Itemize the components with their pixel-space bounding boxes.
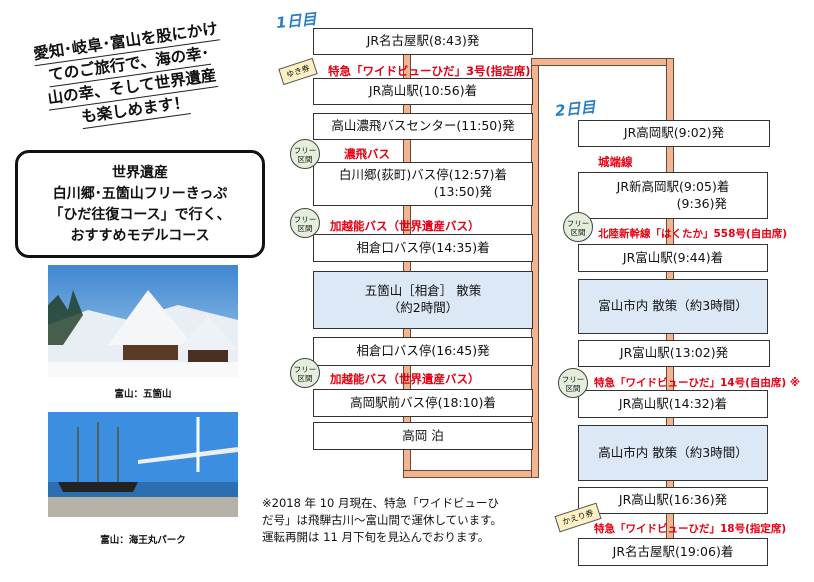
title-line: 「ひだ往復コース」で行く、: [49, 207, 231, 223]
title-line: 世界遺産: [112, 165, 168, 181]
stop-text: JR新高岡駅(9:05)着: [616, 178, 730, 194]
stop-text: JR富山駅(13:02)発: [619, 345, 729, 361]
bus-label: 加越能バス（世界遺産バス）: [330, 372, 480, 386]
stop-box: 高山濃飛バスセンター(11:50)発: [313, 113, 533, 140]
stop-text: (13:50)発: [433, 184, 492, 199]
stop-box: JR名古屋駅(8:43)発: [313, 28, 533, 55]
stop-text: (9:36)発: [676, 195, 727, 211]
free-zone-icon: フリー区間: [563, 212, 593, 242]
stop-text: 高岡駅前バス停(18:10)着: [350, 394, 496, 410]
route-line: [403, 470, 539, 478]
free-zone-icon: フリー区間: [558, 368, 588, 398]
stop-text: JR高山駅(16:36)発: [618, 492, 728, 508]
stop-text: JR名古屋駅(8:43)発: [366, 33, 480, 49]
stop-box: JR高岡駅(9:02)発: [578, 120, 770, 147]
stop-box: 白川郷(荻町)バス停(12:57)着(13:50)発: [313, 162, 533, 206]
stop-box: JR高山駅(14:32)着: [578, 390, 768, 418]
sightseeing-box: 富山市内 散策（約3時間）: [578, 279, 768, 334]
stop-box: JR高山駅(16:36)発: [578, 487, 768, 514]
stop-text: 白川郷(荻町)バス停(12:57)着: [338, 167, 508, 183]
stop-box: 相倉口バス停(16:45)発: [313, 337, 533, 366]
stop-text: JR高岡駅(9:02)発: [623, 125, 725, 141]
stop-box: JR新高岡駅(9:05)着(9:36)発: [578, 172, 768, 219]
day2-label: 2日目: [554, 97, 597, 121]
stop-box: 高岡駅前バス停(18:10)着: [313, 389, 533, 417]
day1-label: 1日目: [275, 9, 318, 33]
stop-box: JR名古屋駅(19:06)着: [578, 538, 768, 566]
stop-text: （約2時間）: [387, 300, 459, 315]
stop-text: 相倉口バス停(16:45)発: [356, 343, 490, 359]
train-label: 特急「ワイドビューひだ」18号(指定席): [594, 523, 787, 535]
stop-text: 高岡 泊: [402, 427, 444, 443]
photo-caption: 富山：海王丸パーク: [100, 535, 186, 546]
sightseeing-box: 高山市内 散策（約3時間）: [578, 425, 768, 481]
kaiwomaru-photo: [48, 412, 238, 517]
footnote: ※2018 年 10 月現在、特急「ワイドビューひだ号」は飛騨古川～富山間で運休…: [262, 496, 503, 544]
stop-text: 富山市内 散策（約3時間）: [598, 298, 748, 314]
train-label: 北陸新幹線「はくたか」558号(自由席): [598, 228, 788, 240]
stop-text: 高山濃飛バスセンター(11:50)発: [331, 118, 515, 134]
bus-label: 濃飛バス: [344, 147, 390, 161]
free-zone-icon: フリー区間: [290, 139, 320, 169]
title-line: おすすめモデルコース: [70, 228, 210, 244]
bus-label: 加越能バス（世界遺産バス）: [330, 219, 480, 233]
slogan: 愛知･岐阜･富山を股にかけ てのご旅行で、海の幸･ 山の幸、そして世界遺産 も楽…: [3, 13, 258, 138]
title-line: 白川郷･五箇山フリーきっぷ: [52, 186, 228, 202]
overnight-box: 高岡 泊: [313, 422, 533, 450]
course-title-box: 世界遺産 白川郷･五箇山フリーきっぷ 「ひだ往復コース」で行く、 おすすめモデル…: [15, 150, 265, 258]
stop-text: 高山市内 散策（約3時間）: [598, 444, 748, 460]
stop-text: JR高山駅(10:56)着: [368, 83, 478, 99]
free-zone-icon: フリー区間: [290, 208, 320, 238]
stop-text: 相倉口バス停(14:35)着: [356, 239, 490, 255]
stop-box: JR富山駅(9:44)着: [578, 244, 768, 272]
photo-caption: 富山：五箇山: [114, 389, 172, 400]
stop-text: 五箇山［相倉］ 散策: [364, 283, 482, 299]
stop-box: JR富山駅(13:02)発: [578, 340, 770, 367]
route-line: [531, 58, 672, 66]
sightseeing-box: 五箇山［相倉］ 散策（約2時間）: [313, 271, 533, 329]
stop-box: 相倉口バス停(14:35)着: [313, 234, 533, 262]
train-label: 城端線: [598, 155, 633, 169]
outbound-ticket-badge: ゆき券: [278, 57, 318, 86]
free-zone-icon: フリー区間: [290, 358, 320, 388]
gokayama-photo: [48, 265, 238, 377]
stop-text: JR名古屋駅(19:06)着: [612, 543, 734, 559]
train-label: 特急「ワイドビューひだ」3号(指定席): [328, 64, 531, 78]
stop-box: JR高山駅(10:56)着: [313, 78, 533, 105]
stop-text: JR富山駅(9:44)着: [622, 249, 724, 265]
train-label: 特急「ワイドビューひだ」14号(自由席) ※: [594, 377, 801, 389]
stop-text: JR高山駅(14:32)着: [618, 395, 728, 411]
